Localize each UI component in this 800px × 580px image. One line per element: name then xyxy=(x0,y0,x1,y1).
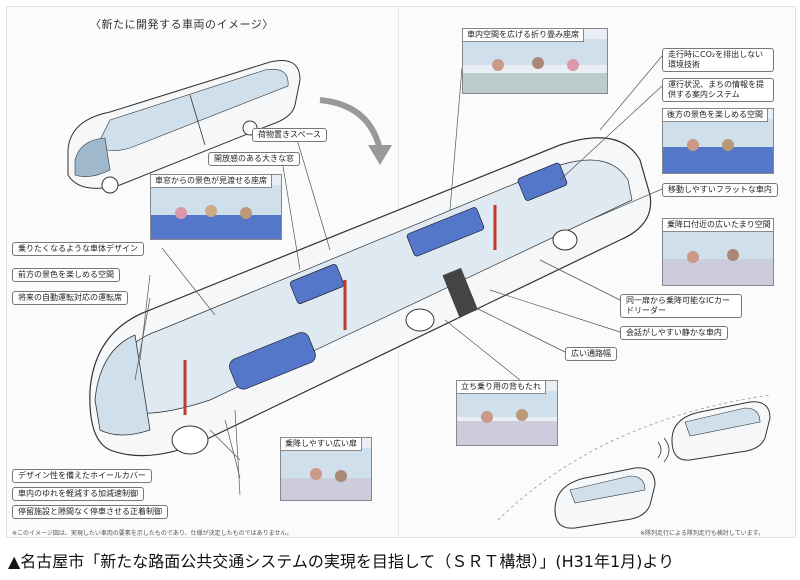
photo-leaning-backrest: 立ち乗り用の背もたれ xyxy=(456,380,558,446)
photo-folding-seats: 車内空間を広げる折り畳み座席 xyxy=(462,28,608,94)
photo-caption: 車内空間を広げる折り畳み座席 xyxy=(463,29,584,42)
photo-caption: 乗降しやすい広い扉 xyxy=(281,438,362,451)
callout-quiet-interior: 会話がしやすい静かな車内 xyxy=(620,326,728,340)
callout-guide-system: 運行状況、まちの情報を提供する案内システム xyxy=(662,78,774,102)
image-disclaimer: ※このイメージ図は、実現したい車両の要素を示したものであり、仕様が決定したもので… xyxy=(12,530,293,537)
photo-caption: 車窓からの景色が見渡せる座席 xyxy=(151,175,272,188)
photo-rear-view: 後方の景色を楽しめる空間 xyxy=(662,108,774,174)
articulated-bus-small xyxy=(67,60,301,194)
photo-caption: 乗降口付近の広いたまり空間 xyxy=(663,219,773,232)
callout-flat-floor: 移動しやすいフラットな車内 xyxy=(662,183,778,197)
callout-front-view: 前方の景色を楽しめる空間 xyxy=(12,268,120,282)
photo-caption: 後方の景色を楽しめる空間 xyxy=(663,109,768,122)
cutaway-vehicle xyxy=(89,137,652,457)
platoon-vehicles xyxy=(497,394,771,529)
source-caption: ▲名古屋市「新たな路面公共交通システムの実現を目指して（ＳＲＴ構想）」(H31年… xyxy=(8,552,675,571)
photo-caption: 立ち乗り用の背もたれ xyxy=(457,381,546,394)
callout-zero-emission: 走行時にCO₂を排出しない環境技術 xyxy=(662,48,774,72)
callout-luggage-space: 荷物置きスペース xyxy=(252,128,328,142)
photo-wide-door: 乗降しやすい広い扉 xyxy=(280,437,372,501)
callout-auto-driving-seat: 将来の自動運転対応の運転席 xyxy=(12,291,128,305)
callout-accel-control: 車内のゆれを軽減する加減速制御 xyxy=(12,487,144,501)
callout-precise-stop: 停留施設と隙間なく停車させる正着制御 xyxy=(12,505,168,519)
callout-wheel-cover: デザイン性を備えたホイールカバー xyxy=(12,469,152,483)
platoon-note: ※隊列走行による隊列走行も検討しています。 xyxy=(640,530,765,537)
callout-body-design: 乗りたくなるような車体デザイン xyxy=(12,242,144,256)
photo-side-window-seats: 車窓からの景色が見渡せる座席 xyxy=(150,174,282,240)
diagram-title: 〈新たに開発する車両のイメージ〉 xyxy=(90,18,274,31)
callout-large-window: 開放感のある大きな窓 xyxy=(208,152,300,166)
callout-ic-card-reader: 同一扉から乗降可能なICカードリーダー xyxy=(620,294,742,318)
arrow-shape xyxy=(319,97,383,151)
photo-door-space: 乗降口付近の広いたまり空間 xyxy=(662,218,774,286)
callout-wide-aisle: 広い通路幅 xyxy=(565,347,617,361)
leader-lines xyxy=(134,55,663,496)
